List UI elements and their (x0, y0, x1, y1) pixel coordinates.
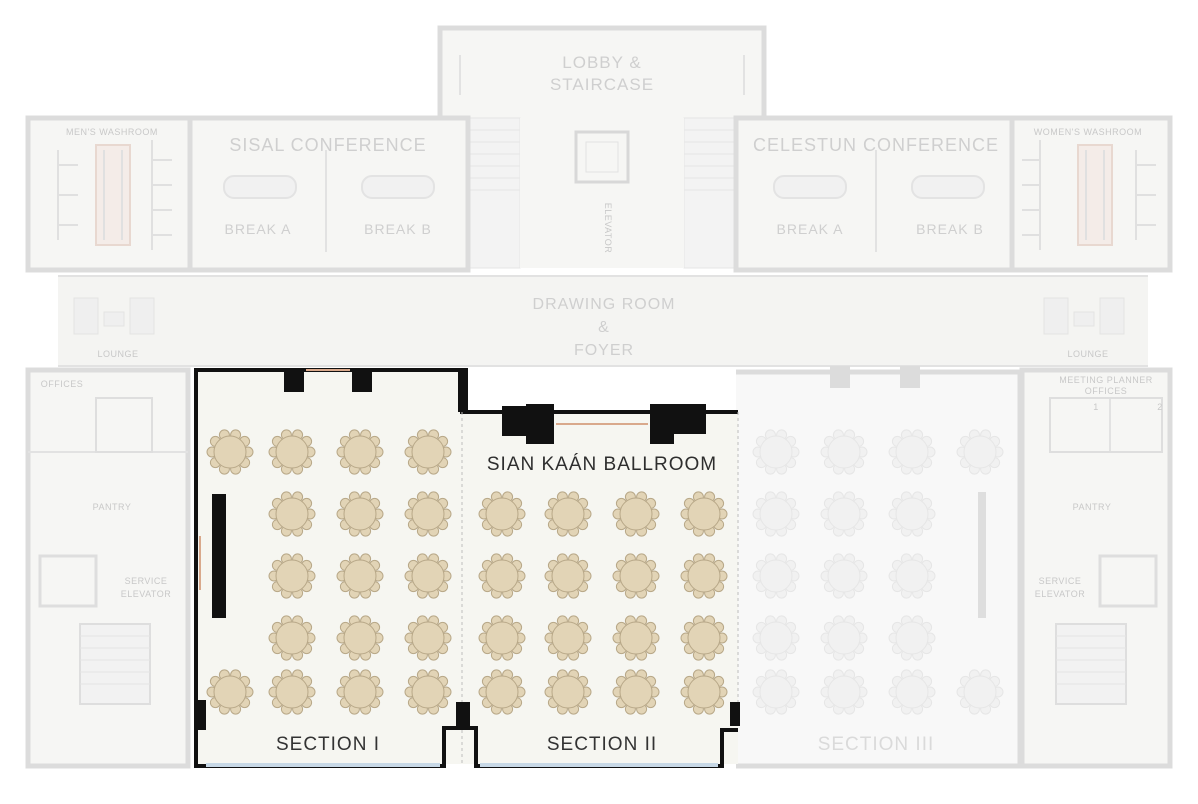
womens-washroom-label: WOMEN'S WASHROOM (1034, 127, 1142, 137)
lobby-label-line1: LOBBY & (562, 53, 641, 72)
table-s3-r3-c2 (820, 553, 868, 599)
washroom-fixtures-left (57, 140, 172, 250)
table-s1-r5-c1 (206, 669, 254, 715)
table-s3-r1-c3 (888, 429, 936, 475)
lounge-furniture (73, 297, 1125, 335)
washroom-fixtures-right (1022, 140, 1156, 250)
table-s1-r2-c3 (404, 491, 452, 537)
table-s3-r1-c1 (752, 429, 800, 475)
table-s2-r1-c3 (612, 491, 660, 537)
table-s1-r3-c1 (268, 553, 316, 599)
celestun-break-b-label: BREAK B (916, 221, 984, 237)
service-elevator-left-line1: SERVICE (125, 576, 168, 586)
table-s1-r1-c4 (404, 429, 452, 475)
table-s2-r2-c2 (544, 553, 592, 599)
section-3-tables (752, 429, 1004, 715)
planner-office-2-label: 2 (1157, 402, 1163, 412)
table-s1-r5-c3 (336, 669, 384, 715)
drawing-room-label-line3: FOYER (574, 342, 634, 359)
service-stairs-left (79, 623, 151, 705)
table-s3-r1-c2 (820, 429, 868, 475)
sisal-board-tables (223, 175, 435, 199)
table-s3-r5-c4 (956, 669, 1004, 715)
mens-washroom-label: MEN'S WASHROOM (66, 127, 158, 137)
table-s2-r1-c1 (478, 491, 526, 537)
lobby-label-line2: STAIRCASE (550, 75, 654, 94)
table-s1-r4-c1 (268, 615, 316, 661)
planner-office-1-label: 1 (1093, 402, 1099, 412)
table-s2-r3-c3 (612, 615, 660, 661)
elevator-label: ELEVATOR (603, 203, 613, 254)
table-s1-r2-c1 (268, 491, 316, 537)
table-s1-r4-c2 (336, 615, 384, 661)
table-s3-r5-c2 (820, 669, 868, 715)
table-s2-r3-c2 (544, 615, 592, 661)
table-s3-r5-c3 (888, 669, 936, 715)
table-s3-r2-c3 (888, 491, 936, 537)
table-s3-r4-c3 (888, 615, 936, 661)
ballroom-title: SIAN KAÁN BALLROOM (487, 454, 717, 475)
section-1-tables (206, 429, 452, 715)
section-2-tables (478, 491, 728, 715)
table-s2-r3-c4 (680, 615, 728, 661)
service-elevator-right-line1: SERVICE (1039, 576, 1082, 586)
lounge-left-label: LOUNGE (97, 349, 138, 359)
table-s1-r4-c3 (404, 615, 452, 661)
meeting-planner-label-line1: MEETING PLANNER (1059, 375, 1153, 385)
table-s3-r1-c4 (956, 429, 1004, 475)
table-s2-r1-c2 (544, 491, 592, 537)
table-s2-r2-c1 (478, 553, 526, 599)
table-s2-r3-c1 (478, 615, 526, 661)
table-s3-r3-c3 (888, 553, 936, 599)
drawing-room-label-line1: DRAWING ROOM (533, 296, 676, 313)
table-s1-r5-c2 (268, 669, 316, 715)
section-3-label[interactable]: SECTION III (818, 734, 935, 755)
table-s2-r4-c3 (612, 669, 660, 715)
pantry-right-label: PANTRY (1073, 502, 1112, 512)
table-s1-r5-c4 (404, 669, 452, 715)
table-s3-r2-c1 (752, 491, 800, 537)
table-s3-r3-c1 (752, 553, 800, 599)
pantry-left-label: PANTRY (93, 502, 132, 512)
staircase-steps (468, 129, 736, 191)
service-elevator-right-line2: ELEVATOR (1035, 589, 1086, 599)
table-s2-r4-c4 (680, 669, 728, 715)
table-s3-r4-c1 (752, 615, 800, 661)
table-s3-r2-c2 (820, 491, 868, 537)
table-s2-r1-c4 (680, 491, 728, 537)
table-s2-r2-c3 (612, 553, 660, 599)
sisal-break-b-label: BREAK B (364, 221, 432, 237)
table-s1-r2-c2 (336, 491, 384, 537)
table-s1-r1-c2 (268, 429, 316, 475)
sisal-conference-label: SISAL CONFERENCE (229, 135, 426, 155)
table-s2-r4-c1 (478, 669, 526, 715)
drawing-room-label-line2: & (598, 319, 610, 336)
table-s1-r1-c3 (336, 429, 384, 475)
table-s3-r4-c2 (820, 615, 868, 661)
section-1-label[interactable]: SECTION I (276, 734, 380, 755)
table-s3-r5-c1 (752, 669, 800, 715)
celestun-break-a-label: BREAK A (777, 221, 844, 237)
celestun-board-tables (773, 175, 985, 199)
meeting-planner-label-line2: OFFICES (1085, 386, 1128, 396)
lounge-right-label: LOUNGE (1067, 349, 1108, 359)
table-s2-r4-c2 (544, 669, 592, 715)
offices-label: OFFICES (41, 379, 84, 389)
service-elevator-left-line2: ELEVATOR (121, 589, 172, 599)
table-s1-r1-c1 (206, 429, 254, 475)
table-s2-r2-c4 (680, 553, 728, 599)
service-stairs-right (1055, 623, 1127, 705)
table-s1-r3-c2 (336, 553, 384, 599)
celestun-conference-label: CELESTUN CONFERENCE (753, 135, 999, 155)
sisal-break-a-label: BREAK A (225, 221, 292, 237)
section-2-label[interactable]: SECTION II (547, 734, 657, 755)
table-s1-r3-c3 (404, 553, 452, 599)
